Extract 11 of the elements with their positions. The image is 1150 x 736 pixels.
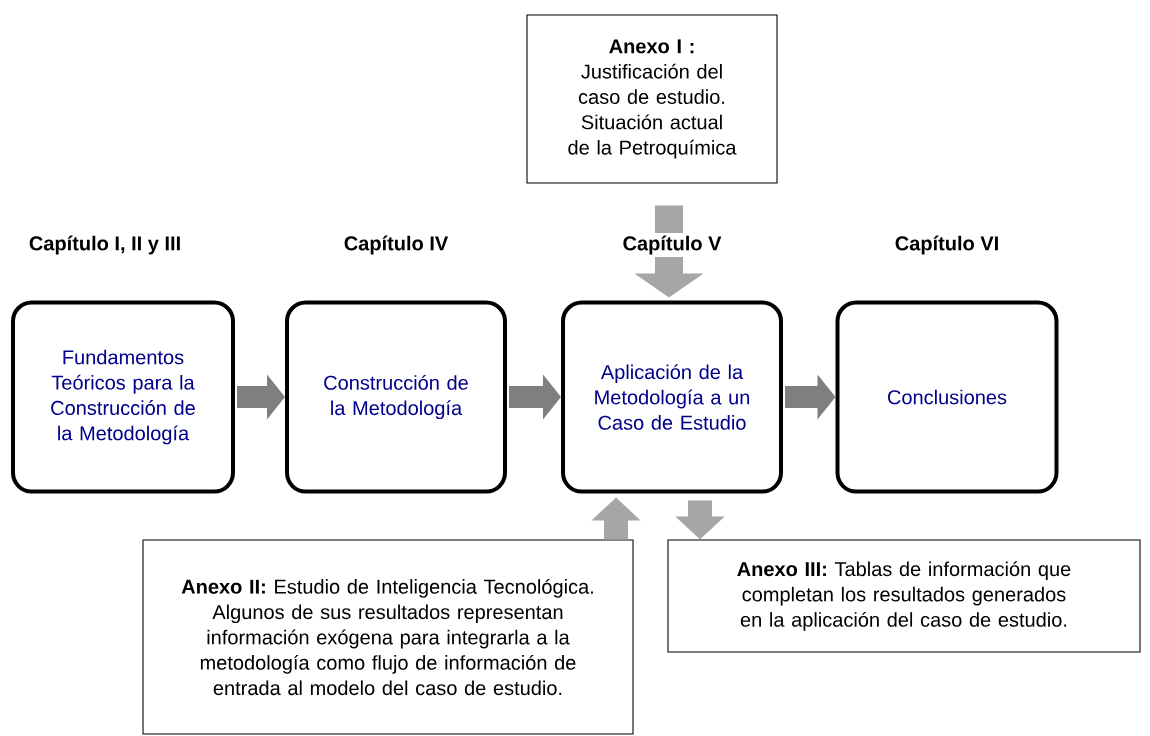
annex-box: Anexo III: Tablas de información que completan los resultados generados en la aplicación del caso de estudio.: [667, 539, 1141, 653]
process-box: Aplicación de la Metodología a un Caso de Estudio: [561, 300, 783, 494]
annex-box: Anexo I : Justificación del caso de estudio. Situación actual de la Petroquímica: [526, 14, 778, 184]
process-box: Construcción de la Metodología: [285, 300, 507, 494]
chapter-heading: Capítulo I, II y III: [26, 232, 184, 258]
process-box: Fundamentos Teóricos para la Construcción de la Metodología: [11, 300, 235, 494]
process-box: Conclusiones: [835, 300, 1059, 494]
chapter-heading: Capítulo V: [619, 232, 725, 258]
annex-box: Anexo II: Estudio de Inteligencia Tecnológica. Algunos de sus resultados representan información exógena para integrarla a la metodología como flujo de información de entrada al modelo del caso de estudio.: [142, 539, 634, 735]
chapter-heading: Capítulo VI: [892, 232, 1002, 258]
chapter-heading: Capítulo IV: [341, 232, 451, 258]
